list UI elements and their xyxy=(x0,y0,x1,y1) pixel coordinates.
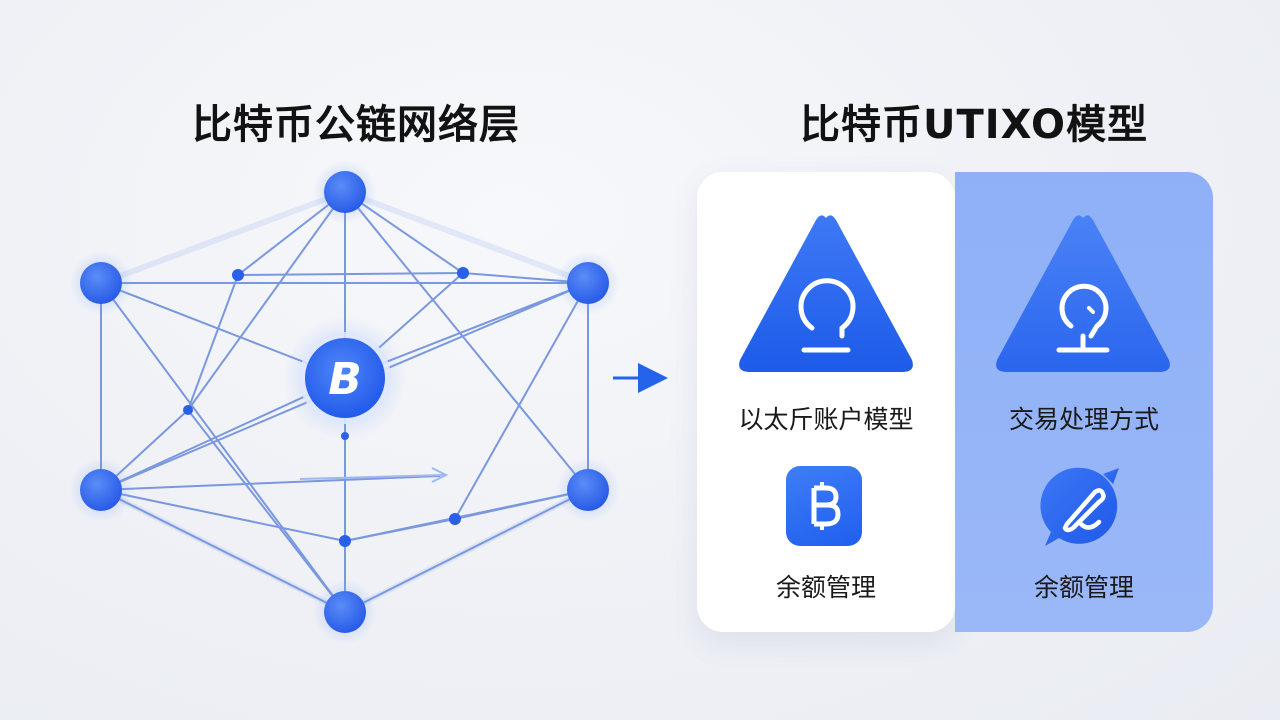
bitcoin-badge-icon xyxy=(786,466,862,546)
edge xyxy=(187,409,346,613)
internal-arrow xyxy=(299,474,445,480)
network-nodes xyxy=(69,160,620,644)
edit-bubble-icon xyxy=(1040,467,1119,546)
node-lower-left xyxy=(80,469,122,511)
card-account-model: 以太斤账户模型 余额管理 xyxy=(697,172,955,632)
edge xyxy=(344,489,589,542)
edge xyxy=(344,191,589,491)
junction-dot xyxy=(183,405,193,415)
internal-arrow-head xyxy=(431,467,449,483)
junction-dot xyxy=(449,513,461,525)
node-top xyxy=(324,171,366,213)
node-upper-right xyxy=(567,262,609,304)
balance-management-label-right: 余额管理 xyxy=(1033,573,1134,602)
edge xyxy=(454,282,589,520)
account-model-label: 以太斤账户模型 xyxy=(738,405,914,434)
node-upper-left xyxy=(80,262,122,304)
card-transaction-processing: 交易处理方式 余额管理 xyxy=(955,172,1213,632)
edge xyxy=(100,282,346,613)
left-title: 比特币公链网络层 xyxy=(192,102,520,148)
transaction-processing-label: 交易处理方式 xyxy=(1008,405,1159,434)
edge xyxy=(187,191,346,411)
node-bottom xyxy=(324,591,366,633)
junction-dot xyxy=(232,269,244,281)
edge xyxy=(344,489,589,613)
balance-management-label-left: 余额管理 xyxy=(775,573,876,602)
lightbulb-triangle-icon xyxy=(996,215,1170,372)
edge xyxy=(237,272,464,276)
edge xyxy=(187,274,239,411)
edge xyxy=(100,489,346,613)
center-bitcoin-symbol: B xyxy=(328,354,362,405)
junction-dot xyxy=(339,535,351,547)
junction-dot xyxy=(457,267,469,279)
edge xyxy=(100,475,441,491)
lightbulb-triangle-icon xyxy=(739,215,913,372)
edge xyxy=(100,489,346,542)
right-title: 比特币UTIXO模型 xyxy=(800,102,1149,148)
node-lower-right xyxy=(567,469,609,511)
center-bitcoin-node xyxy=(305,338,385,418)
